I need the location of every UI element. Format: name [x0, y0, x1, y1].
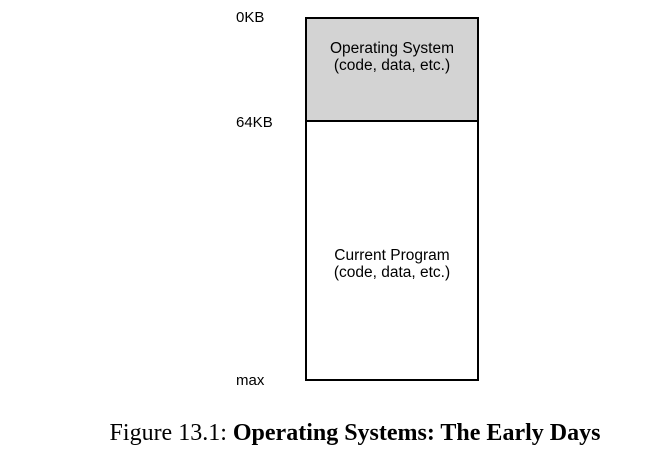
program-region-name: Current Program: [334, 247, 450, 264]
address-label-0kb: 0KB: [236, 9, 265, 26]
os-region: Operating System (code, data, etc.): [307, 19, 477, 122]
figure-caption: Figure 13.1: Operating Systems: The Earl…: [0, 419, 666, 447]
address-label-64kb: 64KB: [236, 114, 273, 131]
os-region-name: Operating System: [329, 40, 455, 57]
program-region-detail: (code, data, etc.): [333, 264, 451, 281]
address-label-max: max: [236, 372, 265, 389]
physical-memory-box: Operating System (code, data, etc.) Curr…: [305, 17, 479, 381]
os-region-detail: (code, data, etc.): [333, 57, 451, 74]
caption-prefix: Figure 13.1:: [109, 420, 233, 446]
current-program-region: Current Program (code, data, etc.): [307, 124, 477, 379]
caption-title: Operating Systems: The Early Days: [232, 420, 601, 446]
